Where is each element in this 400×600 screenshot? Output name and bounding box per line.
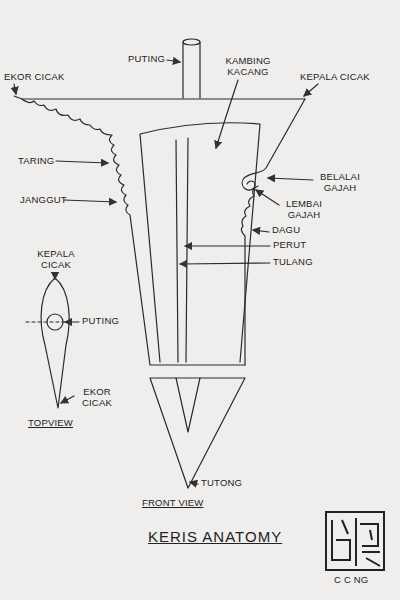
part-name: PERUT (273, 240, 306, 251)
ganja-top (14, 96, 305, 99)
part-name: TUTONG (201, 478, 242, 489)
blade-tip (150, 378, 245, 488)
part-name: TARING (18, 156, 54, 167)
part-name: LEMBAI GAJAH (282, 199, 326, 221)
left-edge (22, 99, 245, 365)
signature: C C NG (334, 575, 368, 586)
part-name: EKOR CICAK (77, 387, 117, 409)
seal (326, 512, 384, 570)
part-name: KEPALA CICAK (300, 72, 370, 83)
part-name: DAGU (272, 225, 300, 236)
part-name: TULANG (273, 257, 313, 268)
part-name: KEPALA CICAK (33, 249, 79, 271)
part-name: PUTING (82, 316, 119, 327)
part-name: JANGGUT (20, 195, 67, 206)
view-label: TOPVIEW (28, 418, 73, 429)
dagu-edge (241, 186, 258, 365)
puting-tang (183, 42, 200, 98)
part-name: KAMBING KACANG (222, 56, 274, 78)
part-name: EKOR CICAK (4, 72, 65, 83)
belalai-gajah (242, 99, 305, 190)
tulang-line (176, 138, 188, 362)
tip-ridge (176, 378, 200, 432)
part-name: BELALAI GAJAH (316, 172, 364, 194)
top-view-outline (41, 278, 69, 408)
view-label: FRONT VIEW (142, 498, 203, 509)
puting-top (183, 39, 200, 45)
leader-lines (14, 60, 318, 484)
kambing-kacang (140, 123, 260, 362)
diagram-title: KERIS ANATOMY (148, 528, 282, 545)
part-name: PUTING (128, 54, 165, 65)
